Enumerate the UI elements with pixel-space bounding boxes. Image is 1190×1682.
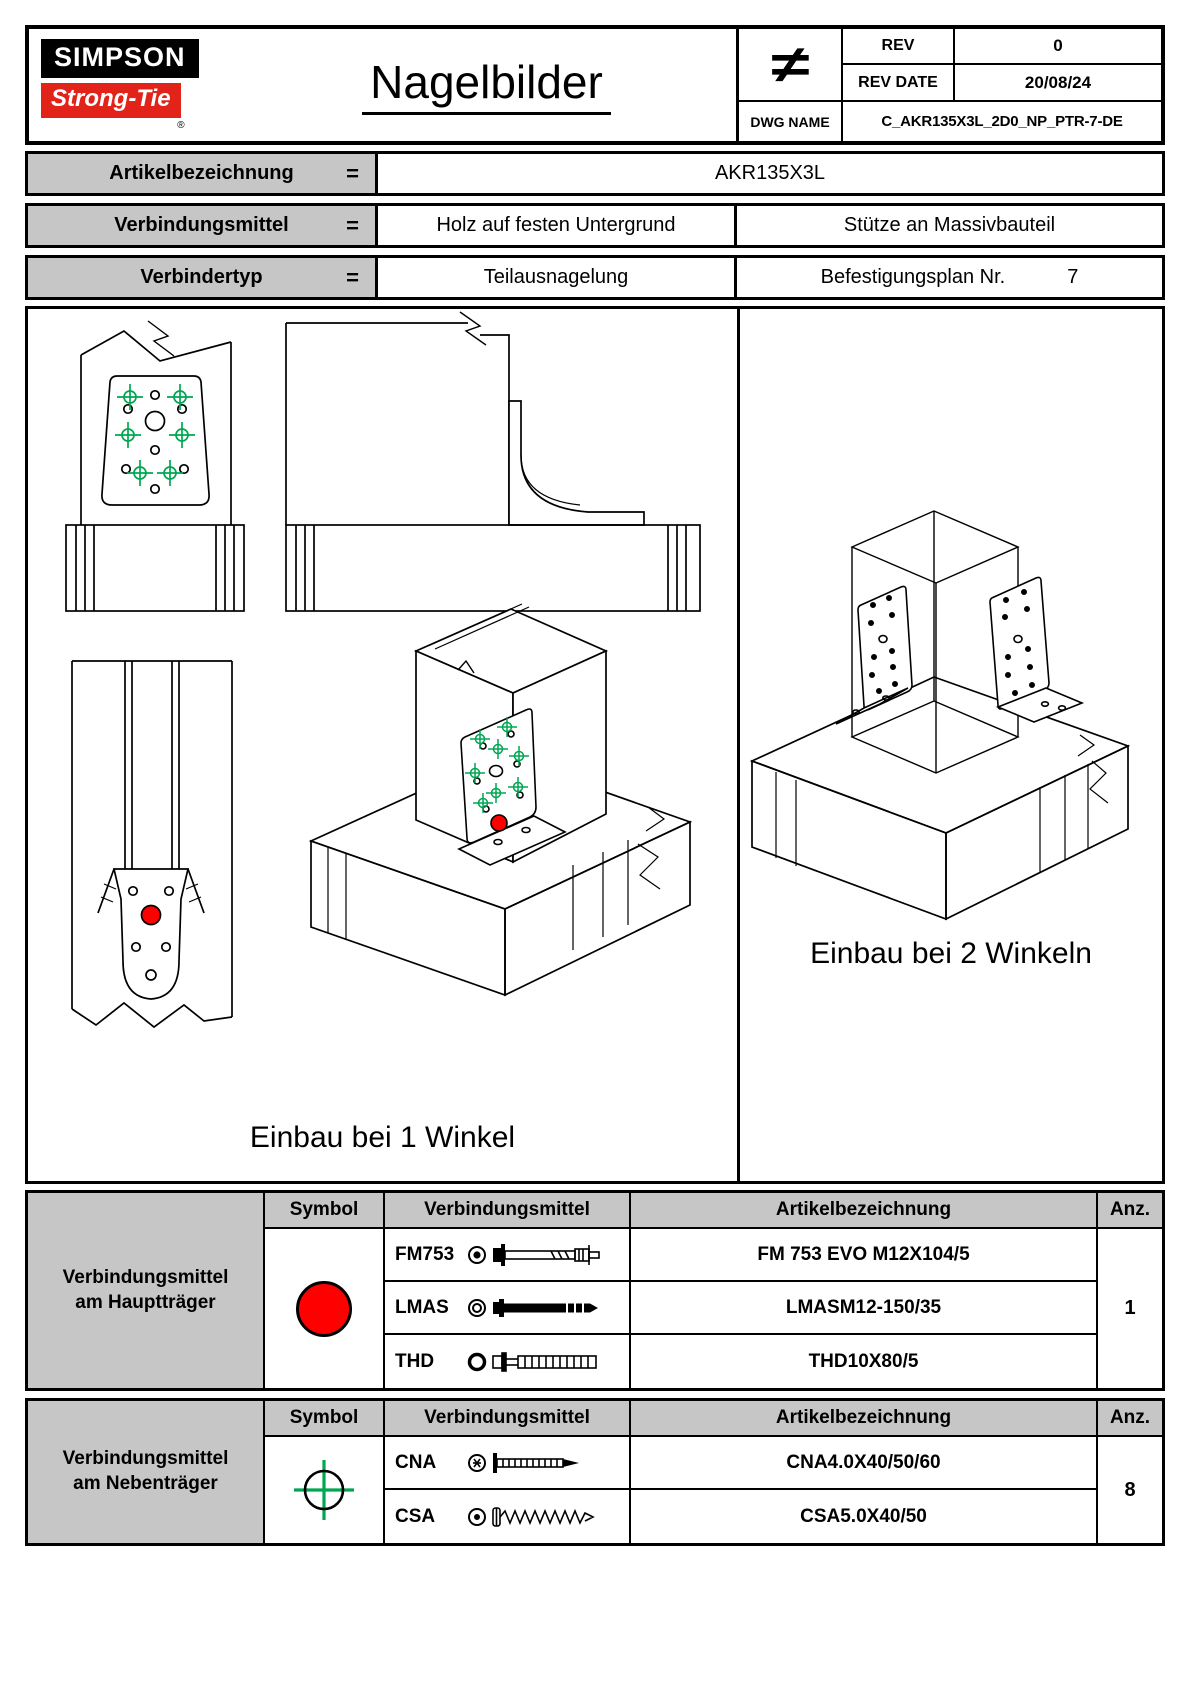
col-header-symbol: Symbol	[265, 1401, 385, 1437]
rev-date-label: REV DATE	[843, 65, 955, 102]
rev-value: 0	[955, 29, 1161, 65]
iso-bracket-2-left	[835, 585, 913, 725]
fastener-row-fm753: FM753	[385, 1229, 631, 1282]
simpson-strongtie-logo: SIMPSON Strong-Tie®	[29, 29, 237, 141]
fastener-article: CSA5.0X40/50	[631, 1490, 1098, 1543]
iso-concrete-block-2	[749, 676, 1131, 921]
anz-value-haupttraeger: 1	[1124, 1297, 1136, 1319]
group-label-nebentraeger: Verbindungsmittel am Nebenträger	[28, 1401, 265, 1543]
fastener-table-haupttraeger: Verbindungsmittel am Hauptträger Symbol …	[25, 1190, 1165, 1391]
verbindungsmittel-label-cell: Verbindungsmittel=	[25, 203, 378, 248]
col-header-verbindungsmittel: Verbindungsmittel	[385, 1193, 631, 1229]
csa-screw-icon	[468, 1506, 595, 1527]
title-block: ≠ REV 0 REV DATE 20/08/24 DWG NAME C_AKR…	[736, 29, 1161, 141]
rev-label: REV	[843, 29, 955, 65]
side-view-beam	[285, 524, 701, 612]
fastener-article: LMASM12-150/35	[631, 1282, 1098, 1335]
caption-einbau-1-winkel: Einbau bei 1 Winkel	[249, 1121, 516, 1154]
anchor-marker-red-tall-view	[140, 904, 162, 926]
tall-view-post	[71, 660, 233, 1029]
title-cell: Nagelbilder	[237, 29, 736, 141]
lmas-anchor-icon	[468, 1298, 598, 1317]
fastener-code: LMAS	[395, 1296, 449, 1318]
side-view-post	[285, 311, 510, 525]
befestigungsplan-number: 7	[1067, 266, 1079, 288]
fastener-code: FM753	[395, 1243, 455, 1265]
artikel-value-cell: AKR135X3L	[378, 151, 1165, 196]
fastener-code: CSA	[395, 1505, 436, 1527]
info-row-verbindungsmittel: Verbindungsmittel= Holz auf festen Unter…	[25, 203, 1165, 248]
drawing-einbau-2-winkeln	[749, 510, 1131, 921]
logo-simpson-box: SIMPSON	[41, 39, 199, 78]
fastener-row-lmas: LMAS	[385, 1282, 631, 1335]
tall-view-bracket	[97, 868, 205, 1000]
info-row-verbindertyp: Verbindertyp= Teilausnagelung Befestigun…	[25, 255, 1165, 300]
fastener-code: THD	[395, 1350, 435, 1372]
front-view-post	[80, 320, 232, 525]
projection-symbol: ≠	[739, 29, 843, 102]
verbindertyp-value-cell: Teilausnagelung	[378, 255, 737, 300]
drawing-panel-1-winkel: Einbau bei 1 Winkel	[28, 309, 737, 1181]
fastener-table-nebentraeger: Verbindungsmittel am Nebenträger Symbol …	[25, 1398, 1165, 1546]
fastener-row-csa: CSA	[385, 1490, 631, 1543]
col-header-symbol: Symbol	[265, 1193, 385, 1229]
page-title: Nagelbilder	[362, 55, 611, 115]
befestigungsplan-label: Befestigungsplan Nr.	[820, 266, 1006, 288]
sheet-frame: SIMPSON Strong-Tie® Nagelbilder ≠ REV 0 …	[25, 25, 1165, 1546]
cna-nail-icon	[468, 1452, 579, 1473]
dwg-name-value: C_AKR135X3L_2D0_NP_PTR-7-DE	[881, 113, 1123, 130]
equals-sign: =	[346, 212, 359, 238]
symbol-green-crosshair	[265, 1437, 385, 1543]
iso-bracket-2-right	[989, 576, 1085, 723]
befestigungsplan-cell: Befestigungsplan Nr. 7	[737, 255, 1165, 300]
col-header-artikelbezeichnung: Artikelbezeichnung	[631, 1401, 1098, 1437]
group-label-haupttraeger: Verbindungsmittel am Hauptträger	[28, 1193, 265, 1388]
thd-screw-icon	[467, 1351, 597, 1372]
fastener-code: CNA	[395, 1451, 437, 1473]
anchor-marker-red-iso-1	[490, 814, 508, 832]
info-section: Artikelbezeichnung= AKR135X3L Verbindung…	[25, 151, 1165, 300]
verbindungsmittel-value1-cell: Holz auf festen Untergrund	[378, 203, 737, 248]
drawing-panel-2-winkeln: Einbau bei 2 Winkeln	[737, 309, 1162, 1181]
verbindertyp-label-cell: Verbindertyp=	[25, 255, 378, 300]
col-header-verbindungsmittel: Verbindungsmittel	[385, 1401, 631, 1437]
front-view-beam	[65, 524, 245, 612]
col-header-anz: Anz.	[1098, 1193, 1162, 1229]
rev-date-value: 20/08/24	[955, 65, 1161, 102]
symbol-red-circle	[265, 1229, 385, 1388]
anz-value-nebentraeger: 8	[1124, 1478, 1136, 1501]
equals-sign: =	[346, 160, 359, 186]
drawing-area: Einbau bei 1 Winkel	[25, 306, 1165, 1184]
fastener-article: FM 753 EVO M12X104/5	[631, 1229, 1098, 1282]
side-view-bracket	[508, 400, 645, 526]
fastener-row-cna: CNA	[385, 1437, 631, 1490]
registered-mark: ®	[177, 120, 185, 131]
fm753-bolt-icon	[468, 1243, 600, 1266]
col-header-anz: Anz.	[1098, 1401, 1162, 1437]
fastener-article: CNA4.0X40/50/60	[631, 1437, 1098, 1490]
equals-sign: =	[346, 264, 359, 290]
sheet-header: SIMPSON Strong-Tie® Nagelbilder ≠ REV 0 …	[25, 25, 1165, 145]
info-row-artikel: Artikelbezeichnung= AKR135X3L	[25, 151, 1165, 196]
col-header-artikelbezeichnung: Artikelbezeichnung	[631, 1193, 1098, 1229]
dwg-name-label: DWG NAME	[739, 102, 843, 141]
green-crosshair-marker	[294, 1460, 354, 1520]
logo-strongtie-box: Strong-Tie®	[41, 83, 185, 131]
red-circle-marker	[296, 1280, 352, 1337]
caption-einbau-2-winkeln: Einbau bei 2 Winkeln	[810, 937, 1092, 970]
verbindungsmittel-value2-cell: Stütze an Massivbauteil	[737, 203, 1165, 248]
fastener-row-thd: THD	[385, 1335, 631, 1388]
artikel-label-cell: Artikelbezeichnung=	[25, 151, 378, 196]
drawing-einbau-1-winkel	[65, 311, 701, 1029]
fastener-article: THD10X80/5	[631, 1335, 1098, 1388]
